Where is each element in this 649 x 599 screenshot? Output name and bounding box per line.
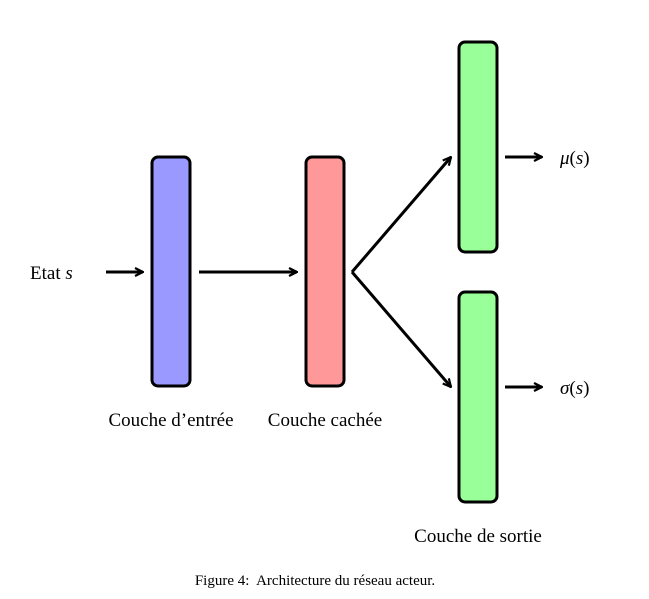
hidden-to-mu-arrow xyxy=(350,157,451,273)
figure-caption: Figure 4: Architecture du réseau acteur. xyxy=(195,573,435,589)
hidden-layer-label: Couche cachée xyxy=(268,410,382,431)
mu-output-label: μ(s) xyxy=(559,148,590,169)
hidden-layer-block xyxy=(304,155,346,388)
sigma-output-label: σ(s) xyxy=(560,378,589,399)
output-layer-label: Couche de sortie xyxy=(414,526,542,547)
output-sigma-block xyxy=(457,290,499,504)
output-mu-block xyxy=(457,40,499,254)
hidden-to-sigma-arrow xyxy=(350,271,451,387)
input-layer-label: Couche d’entrée xyxy=(108,410,233,431)
input-state-label: Etat s xyxy=(30,263,73,284)
input-layer-block xyxy=(150,155,192,388)
